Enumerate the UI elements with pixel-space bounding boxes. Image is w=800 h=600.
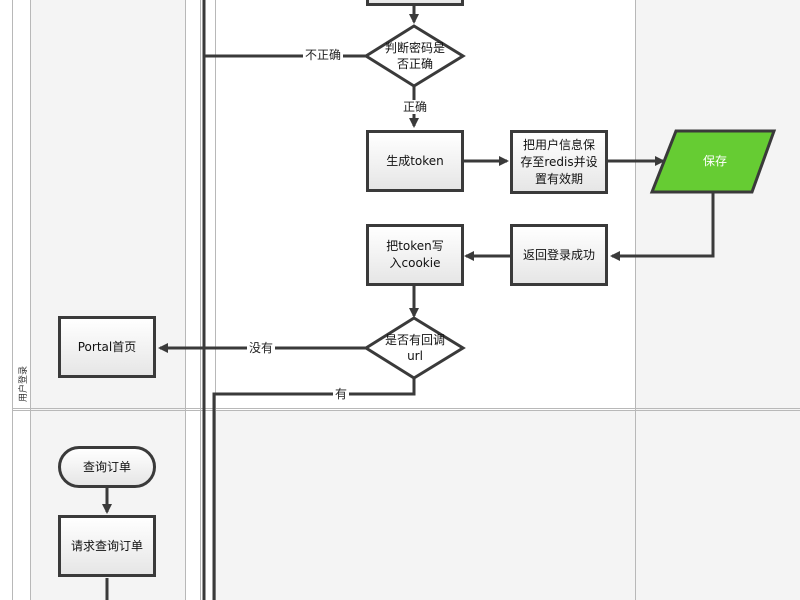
lane-divider [30, 0, 31, 600]
edge-label-none: 没有 [247, 341, 276, 355]
edge-label-correct: 正确 [401, 100, 430, 114]
has-callback-label: 是否有回调url [384, 333, 445, 363]
gen-token-box: 生成token [366, 130, 464, 192]
save-label: 保存 [702, 154, 727, 168]
lane-divider [200, 0, 201, 600]
previous-step-box [366, 0, 464, 6]
lane-divider-horizontal [12, 408, 800, 409]
check-password-diamond [363, 24, 466, 88]
lane-column-middle [215, 410, 635, 600]
edge-label-incorrect: 不正确 [303, 48, 344, 62]
lane-divider [215, 0, 216, 600]
portal-home-box: Portal首页 [58, 316, 156, 378]
save-parallelogram [649, 129, 777, 194]
edge-has [212, 378, 416, 600]
write-cookie-box: 把token写入cookie [366, 224, 464, 286]
save-redis-box: 把用户信息保存至redis并设置有效期 [510, 130, 608, 194]
edge-label-has: 有 [333, 387, 350, 401]
lane-column-right [636, 0, 800, 600]
check-password-label: 判断密码是否正确 [384, 41, 445, 71]
return-success-box: 返回登录成功 [510, 224, 608, 286]
lane-divider [635, 0, 636, 600]
edge-save-return [610, 192, 715, 261]
lane-divider [185, 0, 186, 600]
query-order-start: 查询订单 [58, 446, 156, 488]
lane-divider [12, 0, 13, 600]
lane-divider-horizontal [12, 410, 800, 411]
has-callback-diamond [363, 316, 466, 380]
request-query-order-box: 请求查询订单 [58, 515, 156, 577]
